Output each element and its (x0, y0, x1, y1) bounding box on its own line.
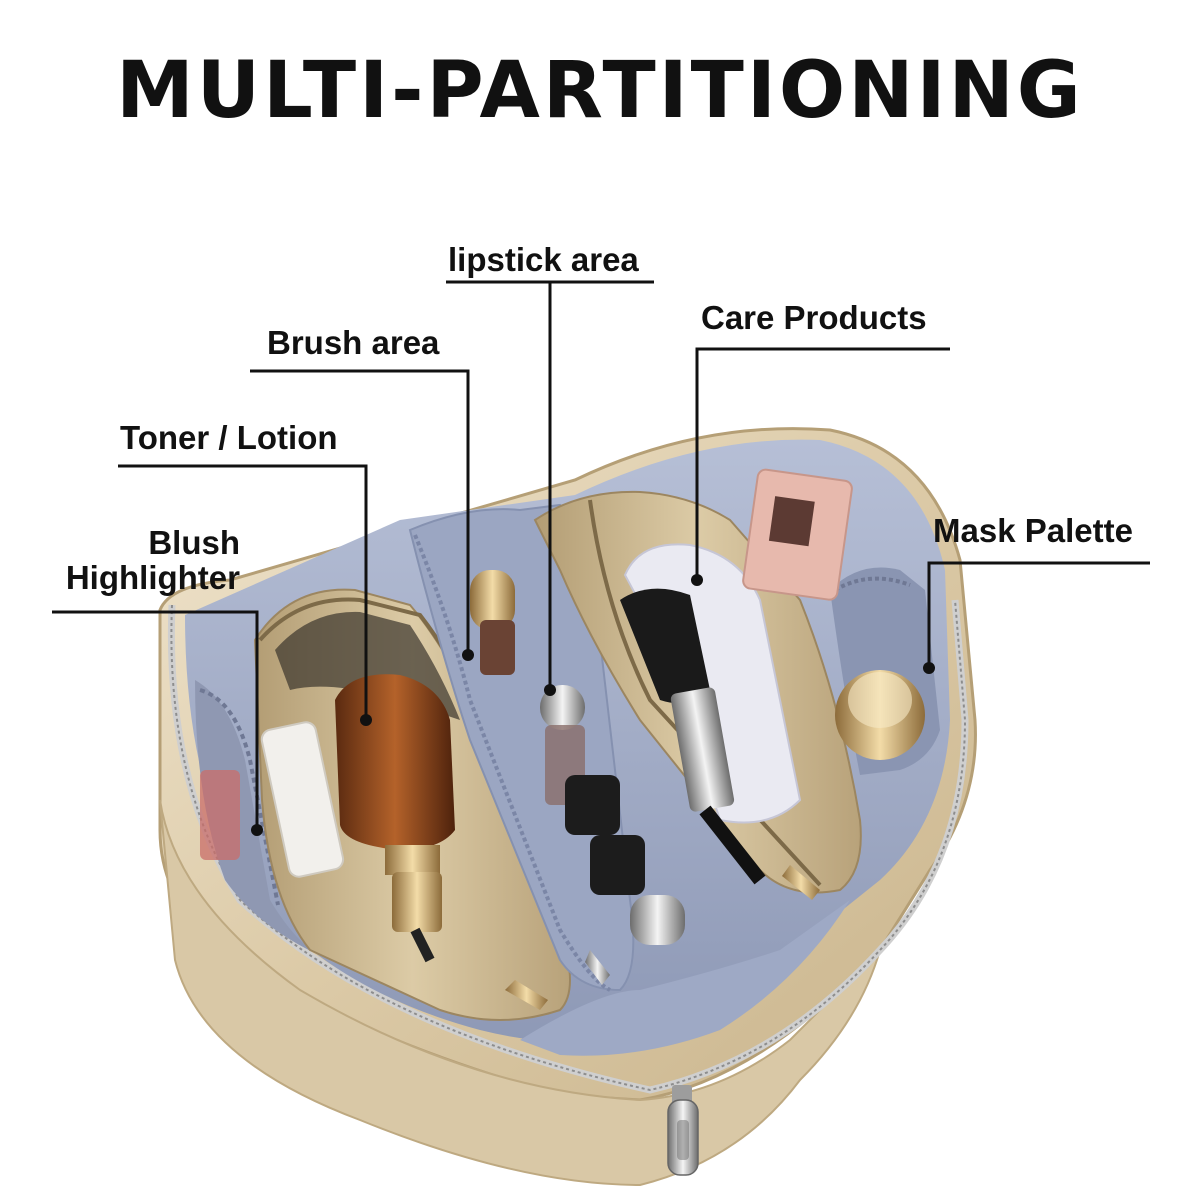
callout-line-mask (927, 561, 1150, 668)
label-blush: Blush (148, 524, 240, 561)
page-title: MULTI-PARTITIONING (116, 46, 1084, 136)
callout-line-toner (118, 464, 368, 720)
label-blush-highlighter: Blush Highlighter (52, 524, 240, 596)
middle-divider (408, 503, 635, 992)
label-care-products: Care Products (701, 299, 927, 336)
callout-line-care (695, 347, 950, 580)
front-zipper-pull (667, 1085, 699, 1176)
callout-lines (52, 280, 1150, 830)
label-mask-palette: Mask Palette (933, 512, 1133, 549)
label-highlighter: Highlighter (65, 558, 240, 596)
bag-front-face (159, 799, 883, 1187)
callout-line-brush (250, 369, 470, 655)
white-bottle (260, 721, 345, 878)
label-lipstick-area: lipstick area (448, 241, 639, 278)
label-brush-area: Brush area (267, 324, 440, 361)
side-pocket-left (195, 680, 330, 960)
callout-line-blush (52, 610, 259, 830)
callout-dots (251, 574, 935, 836)
lipsticks (470, 570, 685, 945)
amber-bottle (335, 674, 455, 850)
label-toner-lotion: Toner / Lotion (120, 419, 338, 456)
